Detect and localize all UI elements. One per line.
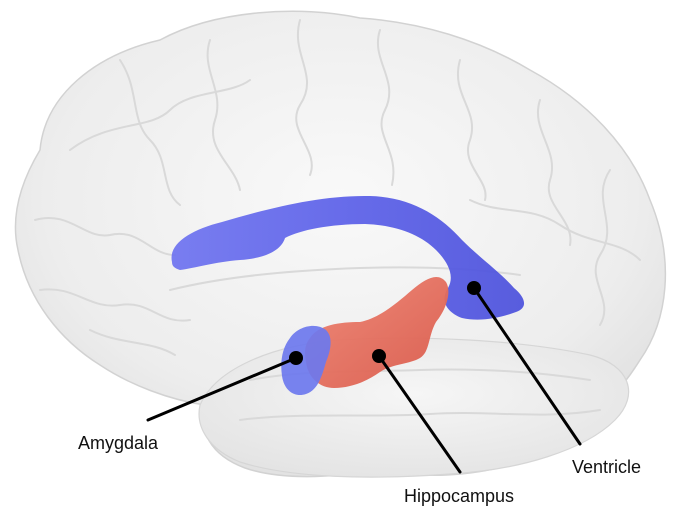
pointer-lines xyxy=(146,286,582,474)
pointer-dots xyxy=(289,281,481,365)
ventricle-structure xyxy=(171,195,525,320)
amygdala-pointer-line xyxy=(146,356,298,422)
amygdala-label: Amygdala xyxy=(78,433,159,453)
ventricle-pointer-dot xyxy=(467,281,481,295)
ventricle-pointer-line xyxy=(472,286,582,446)
hippocampus-structure xyxy=(305,276,449,388)
hippocampus-pointer-line xyxy=(377,354,462,474)
hippocampus-label: Hippocampus xyxy=(404,486,515,506)
amygdala-structure xyxy=(281,325,331,396)
ventricle-label: Ventricle xyxy=(572,457,642,477)
hippocampus-pointer-dot xyxy=(372,349,386,363)
amygdala-pointer-dot xyxy=(289,351,303,365)
